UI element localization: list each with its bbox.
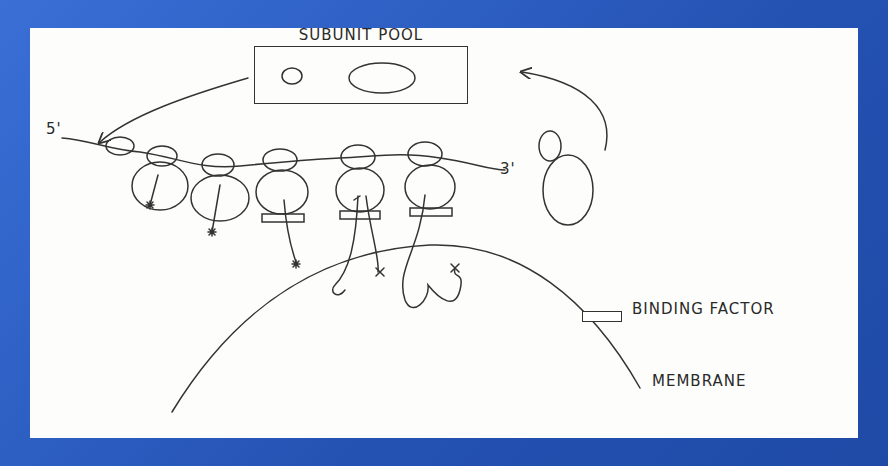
small-subunit	[341, 145, 375, 169]
large-subunit	[132, 162, 188, 210]
small-subunit	[282, 68, 302, 84]
signal-mark	[451, 264, 459, 272]
nascent-chain	[403, 195, 461, 308]
nascent-chain	[212, 185, 220, 232]
binding-factor	[262, 214, 304, 222]
small-subunit	[263, 149, 297, 171]
binding-factor	[410, 208, 452, 216]
large-subunit	[543, 155, 593, 225]
membrane-curve	[172, 245, 640, 412]
small-subunit	[202, 154, 234, 176]
nascent-chain	[284, 200, 296, 262]
large-subunit	[405, 165, 455, 209]
legend-swatch	[582, 311, 622, 322]
signal-asterisk	[292, 260, 300, 268]
small-subunit	[408, 142, 442, 166]
nascent-chain	[150, 175, 158, 205]
small-subunit	[539, 131, 561, 161]
signal-asterisk	[146, 201, 154, 209]
small-subunit	[106, 137, 134, 155]
large-subunit	[336, 168, 384, 212]
recruit-arrow	[100, 78, 248, 142]
part-label: 5'	[46, 120, 62, 138]
part-label: MEMBRANE	[652, 372, 746, 390]
pool-box: SUBUNIT POOL	[254, 26, 468, 104]
pool-heading: SUBUNIT POOL	[254, 26, 468, 44]
part-label: 3'	[500, 160, 516, 178]
binding-factor	[340, 211, 380, 219]
nascent-chain	[333, 196, 358, 295]
large-subunit	[349, 63, 415, 93]
signal-mark	[354, 196, 384, 276]
pool-outline	[254, 46, 468, 104]
signal-asterisk	[208, 228, 216, 236]
large-subunit	[191, 175, 249, 221]
nascent-chain	[366, 196, 378, 272]
mrna-strand	[62, 138, 505, 170]
release-arrow	[522, 72, 607, 150]
large-subunit	[256, 170, 308, 214]
legend-text: BINDING FACTOR	[632, 300, 775, 318]
